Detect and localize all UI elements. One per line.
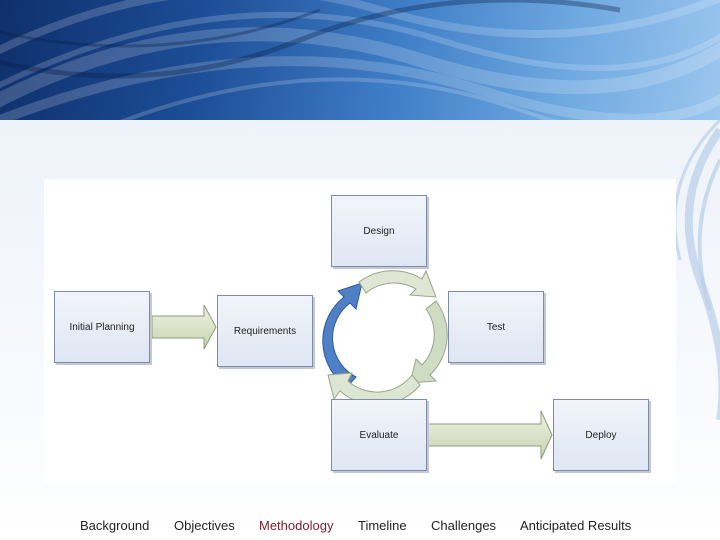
node-evaluate-label: Evaluate	[359, 429, 399, 441]
node-deploy-label: Deploy	[585, 429, 617, 441]
node-test: Test	[448, 291, 544, 363]
side-swirl-graphic	[673, 120, 720, 420]
node-test-label: Test	[486, 321, 506, 333]
node-deploy: Deploy	[553, 399, 649, 471]
arrow-planning-to-requirements	[151, 304, 217, 350]
node-initial-planning: Initial Planning	[54, 291, 150, 363]
node-evaluate: Evaluate	[331, 399, 427, 471]
node-design: Design	[331, 195, 427, 267]
node-design-label: Design	[363, 225, 395, 237]
nav-methodology[interactable]: Methodology	[259, 518, 334, 533]
node-requirements-label: Requirements	[233, 325, 297, 337]
node-initial-planning-label: Initial Planning	[69, 321, 135, 333]
node-requirements: Requirements	[217, 295, 313, 367]
nav-challenges[interactable]: Challenges	[431, 518, 497, 533]
header-banner	[0, 0, 720, 120]
bottom-navigation: Background Objectives Methodology Timeli…	[0, 518, 720, 538]
process-diagram: Initial Planning Requirements Design Tes…	[44, 179, 676, 483]
banner-swirl-graphic	[0, 0, 720, 120]
nav-timeline[interactable]: Timeline	[358, 518, 407, 533]
cycle-arrows	[322, 269, 448, 406]
nav-background[interactable]: Background	[80, 518, 150, 533]
nav-objectives[interactable]: Objectives	[174, 518, 235, 533]
diagram-connectors	[151, 269, 553, 460]
arrow-evaluate-to-deploy	[425, 410, 553, 460]
nav-anticipated-results[interactable]: Anticipated Results	[520, 518, 632, 533]
